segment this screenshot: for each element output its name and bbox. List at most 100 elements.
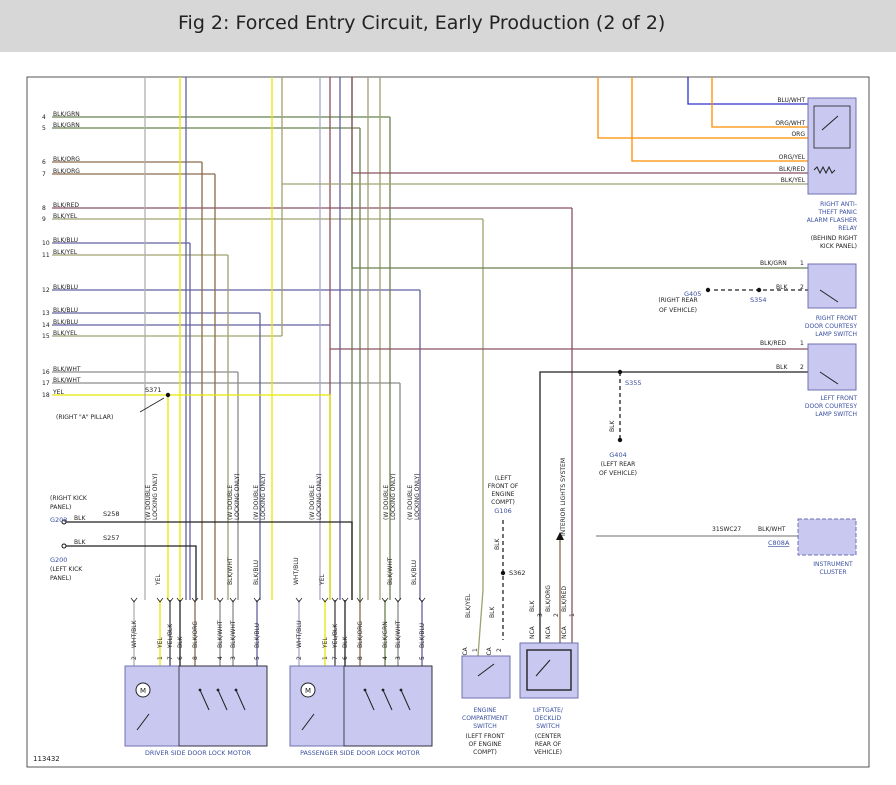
engine-switch-body <box>461 655 511 699</box>
rf-switch-pin2-wire: BLK <box>776 284 788 291</box>
driver-motor-pin-connector-7 <box>166 597 174 603</box>
dl-note-5-a: (W DOUBLE <box>383 485 390 520</box>
splice-s258: S258 <box>103 510 120 518</box>
driver-motor-pin-number-8: 8 <box>192 656 199 660</box>
passenger-motor-pin-number-7: 7 <box>332 656 339 660</box>
engine-switch-feed <box>477 589 484 657</box>
pin-number-11: 11 <box>42 252 50 259</box>
relay-body <box>807 97 857 195</box>
rf-switch-wire-1 <box>351 173 808 269</box>
engine-ground-wire-label: BLK <box>494 538 501 550</box>
passenger-motor-pin-label-3: BLK/WHT <box>395 620 402 648</box>
liftgate-switch-pin-label-3: BLK <box>529 600 536 612</box>
engine-switch-loc-1: (LEFT FRONT <box>466 733 505 740</box>
driver-motor-contact-0 <box>199 689 210 711</box>
passenger-motor-contact-dot-1 <box>381 688 385 692</box>
driver-motor-motor-switch <box>136 713 150 731</box>
passenger-motor-pin-number-2: 2 <box>296 656 303 660</box>
pin-wire-label-5: BLK/GRN <box>53 122 80 129</box>
lf-switch-pin1: 1 <box>800 340 804 347</box>
pin-wire-label-8: BLK/RED <box>53 202 79 209</box>
passenger-motor-pin-connector-5 <box>418 597 426 603</box>
passenger-motor-pin-connector-4 <box>381 597 389 603</box>
cluster-circuit: 31SWC27 <box>712 526 741 533</box>
driver-motor-pin-number-7: 7 <box>167 656 174 660</box>
pin-wire-label-6: BLK/ORG <box>53 156 80 163</box>
engine-switch-nca-2: NCA <box>486 646 493 660</box>
ground-g106: G106 <box>494 507 511 515</box>
pin-wire-label-17: BLK/WHT <box>53 377 81 384</box>
passenger-motor-pin-connector-6 <box>341 597 349 603</box>
engine-switch-pin-label-2: BLK <box>489 606 496 618</box>
pin-wire-label-14: BLK/BLU <box>53 319 78 326</box>
rf-switch-pin1-wire: BLK/GRN <box>760 260 787 267</box>
figure-number: 113432 <box>33 755 60 763</box>
relay-input-2: ORG <box>791 131 805 138</box>
pin-wire-label-7: BLK/ORG <box>53 168 80 175</box>
driver-motor-contact-dot-2 <box>234 688 238 692</box>
ground-g200-note-2: PANEL) <box>50 575 71 582</box>
driver-motor-pin-connector-1 <box>156 597 164 603</box>
diagram-frame <box>26 76 870 768</box>
g404-dot <box>617 437 623 443</box>
pin-wire-label-4: BLK/GRN <box>53 111 80 118</box>
driver-motor-pin-label-7: YEL/BLK <box>167 623 174 649</box>
driver-motor-pin-number-6: 6 <box>177 656 184 660</box>
liftgate-switch-pin-label-1: BLK/RED <box>561 586 568 612</box>
driver-motor-pin-connector-4 <box>216 597 224 603</box>
passenger-motor-pin-label-4: BLK/GRN <box>382 621 389 648</box>
lf-switch-name-2: DOOR COURTESY <box>805 403 857 410</box>
ground-s257-wire-label: BLK <box>74 539 86 546</box>
pin-number-12: 12 <box>42 287 50 294</box>
cluster-name-1: INSTRUMENT <box>813 561 853 568</box>
liftgate-switch-nca-2: NCA <box>545 625 552 639</box>
liftgate-switch-loc-1: (CENTER <box>535 733 561 740</box>
ground-g405: G405 <box>684 290 701 298</box>
lf-switch-body <box>807 343 857 391</box>
cluster-wire: BLK/WHT <box>758 526 786 533</box>
driver-motor-motor-icon <box>135 682 151 698</box>
relay-wire-1 <box>711 77 808 128</box>
ground-g405-note-1: (RIGHT REAR <box>658 297 697 304</box>
dl-note-3-a: (W DOUBLE <box>253 485 260 520</box>
passenger-motor-motor-icon <box>300 682 316 698</box>
driver-motor-contact-dot-1 <box>216 688 220 692</box>
engine-switch-loc-2: OF ENGINE <box>468 741 501 748</box>
relay-contact <box>821 115 839 131</box>
pin-number-8: 8 <box>42 205 46 212</box>
relay-name-2: THEFT PANIC <box>817 209 857 216</box>
driver-motor-pin-label-8: BLK/ORG <box>192 621 199 648</box>
mid-wire-label-6: BLK/BLU <box>411 560 418 585</box>
driver-motor-motor-letter: M <box>140 687 146 695</box>
ground-g106-note-3: ENGINE <box>492 491 515 498</box>
driver-motor-pin-label-2: WHT/BLK <box>131 619 138 648</box>
passenger-motor-pin-label-6: BLK <box>342 636 349 648</box>
splice-s354-dot <box>756 287 762 293</box>
dl-note-2-a: (W DOUBLE <box>227 485 234 520</box>
dl-note-4-a: (W DOUBLE <box>309 485 316 520</box>
g404-wire-label: BLK <box>609 420 616 432</box>
pin-number-4: 4 <box>42 114 46 121</box>
passenger-motor-switch-block <box>343 665 433 747</box>
mid-wire-label-4: YEL <box>319 574 326 586</box>
passenger-motor-pin-connector-2 <box>295 597 303 603</box>
passenger-motor-contact-dot-0 <box>363 688 367 692</box>
relay-name-4: RELAY <box>838 225 857 232</box>
liftgate-switch-name-3: SWITCH <box>536 723 560 730</box>
passenger-motor-pin-connector-3 <box>394 597 402 603</box>
pin-wire-label-11: BLK/YEL <box>53 249 78 256</box>
relay-location-2: KICK PANEL) <box>820 243 857 250</box>
lf-switch-ground <box>539 371 808 660</box>
driver-motor-pin-number-2: 2 <box>131 656 138 660</box>
lf-switch-pin2-wire: BLK <box>776 364 788 371</box>
liftgate-switch-body <box>519 642 579 699</box>
lf-switch-contact <box>819 371 839 385</box>
title-bar: Fig 2: Forced Entry Circuit, Early Produ… <box>0 0 896 52</box>
rf-switch-name-3: LAMP SWITCH <box>815 331 857 338</box>
engine-switch-loc-3: COMPT) <box>473 749 497 756</box>
passenger-motor-pin-label-2: WHT/BLU <box>296 620 303 648</box>
splice-s371-dot <box>165 392 171 398</box>
passenger-motor-pin-label-5: BLK/BLU <box>419 623 426 648</box>
